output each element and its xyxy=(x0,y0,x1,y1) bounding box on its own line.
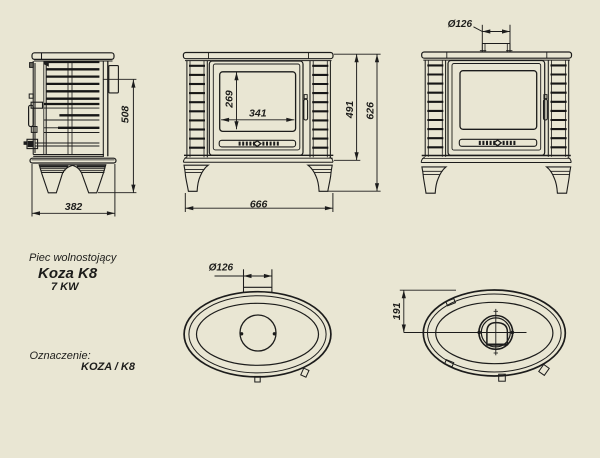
svg-text:Koza K8: Koza K8 xyxy=(38,265,98,282)
svg-text:KOZA / K8: KOZA / K8 xyxy=(81,361,136,373)
svg-text:626: 626 xyxy=(365,102,377,120)
svg-text:491: 491 xyxy=(344,101,356,120)
svg-text:191: 191 xyxy=(391,302,403,320)
svg-text:666: 666 xyxy=(250,198,268,210)
svg-text:341: 341 xyxy=(249,107,267,119)
svg-text:Oznaczenie:: Oznaczenie: xyxy=(30,350,91,362)
svg-text:7 KW: 7 KW xyxy=(51,281,80,293)
svg-text:Ø126: Ø126 xyxy=(209,262,234,273)
svg-text:382: 382 xyxy=(65,201,83,213)
svg-text:Piec wolnostojący: Piec wolnostojący xyxy=(29,252,118,264)
svg-text:269: 269 xyxy=(223,90,235,109)
svg-text:Ø126: Ø126 xyxy=(448,19,473,30)
svg-text:508: 508 xyxy=(120,106,132,124)
